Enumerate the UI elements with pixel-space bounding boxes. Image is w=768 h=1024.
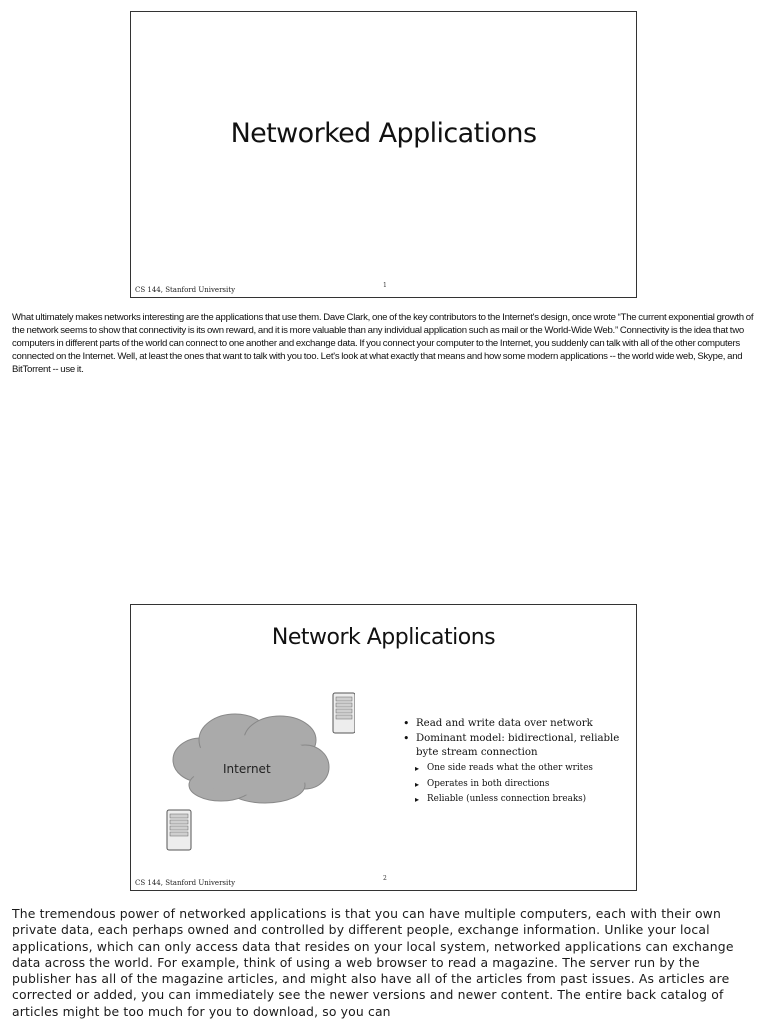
cloud-label: Internet: [223, 762, 271, 776]
sub-bullet-item: Reliable (unless connection breaks): [403, 792, 633, 808]
slide-2-notes: The tremendous power of networked applic…: [12, 906, 734, 1019]
slide-1-title: Networked Applications: [230, 118, 537, 149]
slide-2-footer: CS 144, Stanford University: [135, 879, 236, 887]
server-icon: [166, 809, 192, 851]
bullet-list: Read and write data over network Dominan…: [403, 717, 633, 808]
slide-2-title: Network Applications: [271, 625, 496, 650]
network-diagram: [166, 692, 355, 851]
slide-1-footer: CS 144, Stanford University: [135, 286, 236, 294]
bullet-item: Dominant model: bidirectional, reliable …: [403, 732, 633, 760]
slide-1-notes: What ultimately makes networks interesti…: [12, 312, 754, 375]
sub-bullet-item: One side reads what the other writes: [403, 761, 633, 777]
slide-1: Networked Applications CS 144, Stanford …: [130, 11, 637, 298]
slide-1-page-number: 1: [383, 282, 387, 289]
slide-2: Network Applications Intern: [130, 604, 637, 891]
slide-2-page-number: 2: [383, 875, 387, 882]
server-icon: [332, 692, 355, 734]
sub-bullet-item: Operates in both directions: [403, 777, 633, 793]
bullet-item: Read and write data over network: [403, 717, 633, 731]
cloud-icon: [172, 713, 330, 804]
